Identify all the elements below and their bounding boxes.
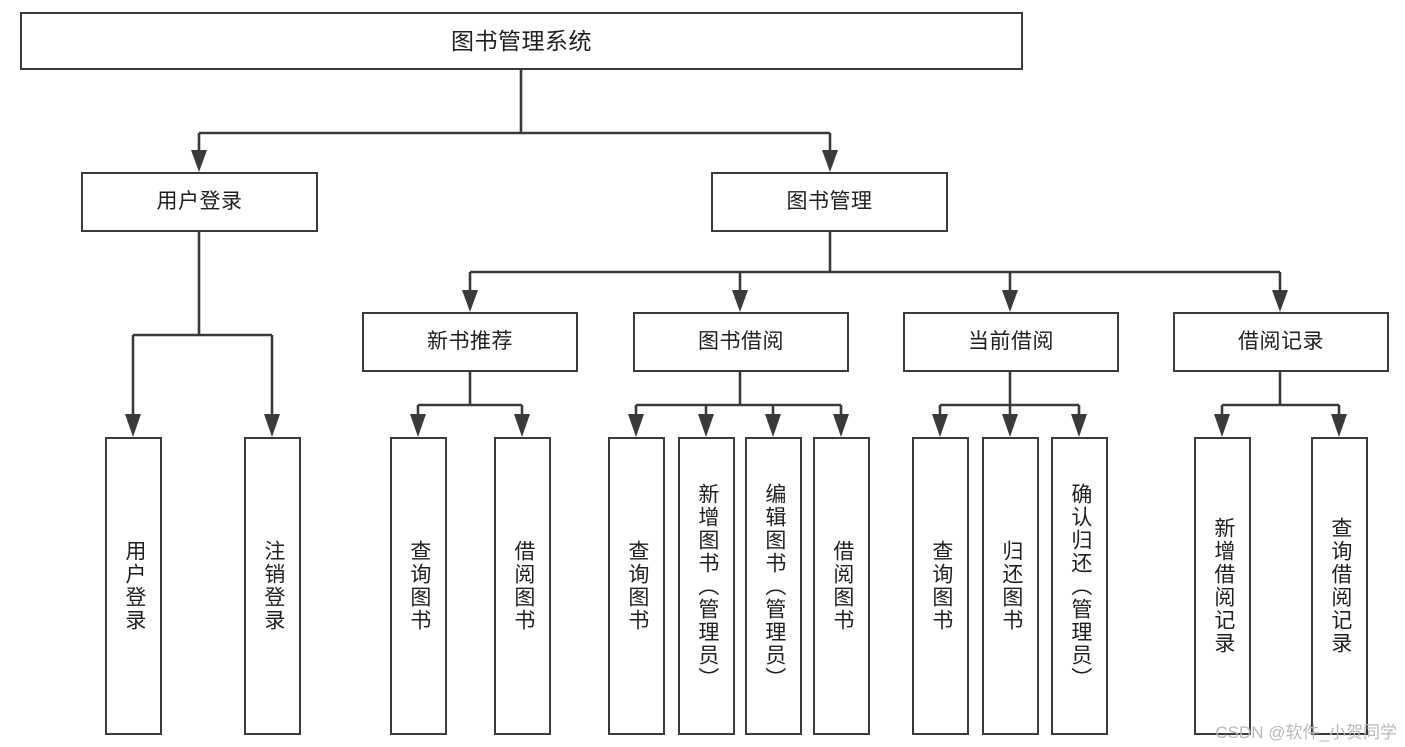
- leaf-label-new-book-borrow: 借阅图书: [511, 540, 535, 632]
- node-label-root: 图书管理系统: [451, 27, 592, 54]
- leaf-current-borrow-confirm-return[interactable]: 确认归还（管理员）: [1051, 437, 1108, 735]
- leaf-new-book-query[interactable]: 查询图书: [390, 437, 447, 735]
- leaf-user-login-logout[interactable]: 注销登录: [244, 437, 301, 735]
- leaf-book-borrow-edit[interactable]: 编辑图书（管理员）: [745, 437, 802, 735]
- node-book-borrow[interactable]: 图书借阅: [633, 312, 849, 372]
- leaf-new-book-borrow[interactable]: 借阅图书: [494, 437, 551, 735]
- leaf-label-current-borrow-return: 归还图书: [999, 540, 1023, 632]
- arrow-head-leaf-borrow-record-2: [1331, 414, 1347, 437]
- arrow-head-borrow-record: [1272, 290, 1288, 312]
- leaf-label-user-login-logout: 注销登录: [261, 540, 285, 632]
- arrow-head-new-book: [462, 290, 478, 312]
- node-book-management[interactable]: 图书管理: [711, 172, 948, 232]
- leaf-label-current-borrow-query: 查询图书: [929, 540, 953, 632]
- node-label-current-borrow: 当前借阅: [968, 329, 1054, 353]
- leaf-label-borrow-record-add: 新增借阅记录: [1211, 517, 1235, 655]
- leaf-book-borrow-query[interactable]: 查询图书: [608, 437, 665, 735]
- node-label-new-book-recommend: 新书推荐: [427, 329, 513, 353]
- arrow-head-leaf-book-borrow-3: [765, 414, 781, 437]
- leaf-label-new-book-query: 查询图书: [407, 540, 431, 632]
- leaf-label-book-borrow-query: 查询图书: [625, 540, 649, 632]
- leaf-label-book-borrow-add: 新增图书（管理员）: [695, 482, 719, 690]
- node-borrow-record[interactable]: 借阅记录: [1173, 312, 1389, 372]
- node-label-user-login: 用户登录: [156, 189, 243, 213]
- leaf-label-book-borrow-borrow: 借阅图书: [830, 540, 854, 632]
- arrow-head-leaf-new-book-2: [514, 414, 530, 437]
- node-new-book-recommend[interactable]: 新书推荐: [362, 312, 578, 372]
- leaf-borrow-record-query[interactable]: 查询借阅记录: [1311, 437, 1368, 735]
- leaf-label-user-login-login: 用户登录: [122, 540, 146, 632]
- arrow-head-leaf-book-borrow-1: [628, 414, 644, 437]
- arrow-head-leaf-current-borrow-2: [1002, 414, 1018, 437]
- arrow-head-leaf-book-borrow-4: [833, 414, 849, 437]
- leaf-current-borrow-query[interactable]: 查询图书: [912, 437, 969, 735]
- leaf-book-borrow-add[interactable]: 新增图书（管理员）: [678, 437, 735, 735]
- leaf-label-borrow-record-query: 查询借阅记录: [1328, 517, 1352, 655]
- leaf-current-borrow-return[interactable]: 归还图书: [982, 437, 1039, 735]
- arrow-head-leaf-current-borrow-1: [932, 414, 948, 437]
- arrow-head-leaf-book-borrow-2: [698, 414, 714, 437]
- node-label-book-management: 图书管理: [786, 189, 873, 213]
- arrow-head-leaf-user-login-2: [264, 414, 280, 437]
- node-root-system[interactable]: 图书管理系统: [20, 12, 1023, 70]
- arrow-head-user-login: [191, 150, 207, 172]
- node-label-borrow-record: 借阅记录: [1238, 329, 1324, 353]
- arrow-head-book-mgmt: [822, 150, 838, 172]
- node-current-borrow[interactable]: 当前借阅: [903, 312, 1119, 372]
- arrow-head-leaf-current-borrow-3: [1071, 414, 1087, 437]
- node-label-book-borrow: 图书借阅: [698, 329, 784, 353]
- watermark-text: CSDN @软件_小贺同学: [1215, 723, 1397, 742]
- leaf-label-current-borrow-confirm-return: 确认归还（管理员）: [1068, 482, 1092, 690]
- arrow-head-book-borrow: [732, 290, 748, 312]
- leaf-label-book-borrow-edit: 编辑图书（管理员）: [762, 482, 786, 690]
- arrow-head-leaf-borrow-record-1: [1214, 414, 1230, 437]
- leaf-user-login-login[interactable]: 用户登录: [105, 437, 162, 735]
- arrow-head-current-borrow: [1002, 290, 1018, 312]
- leaf-book-borrow-borrow[interactable]: 借阅图书: [813, 437, 870, 735]
- arrow-head-leaf-new-book-1: [410, 414, 426, 437]
- leaf-borrow-record-add[interactable]: 新增借阅记录: [1194, 437, 1251, 735]
- node-user-login[interactable]: 用户登录: [81, 172, 318, 232]
- arrow-head-leaf-user-login-1: [125, 414, 141, 437]
